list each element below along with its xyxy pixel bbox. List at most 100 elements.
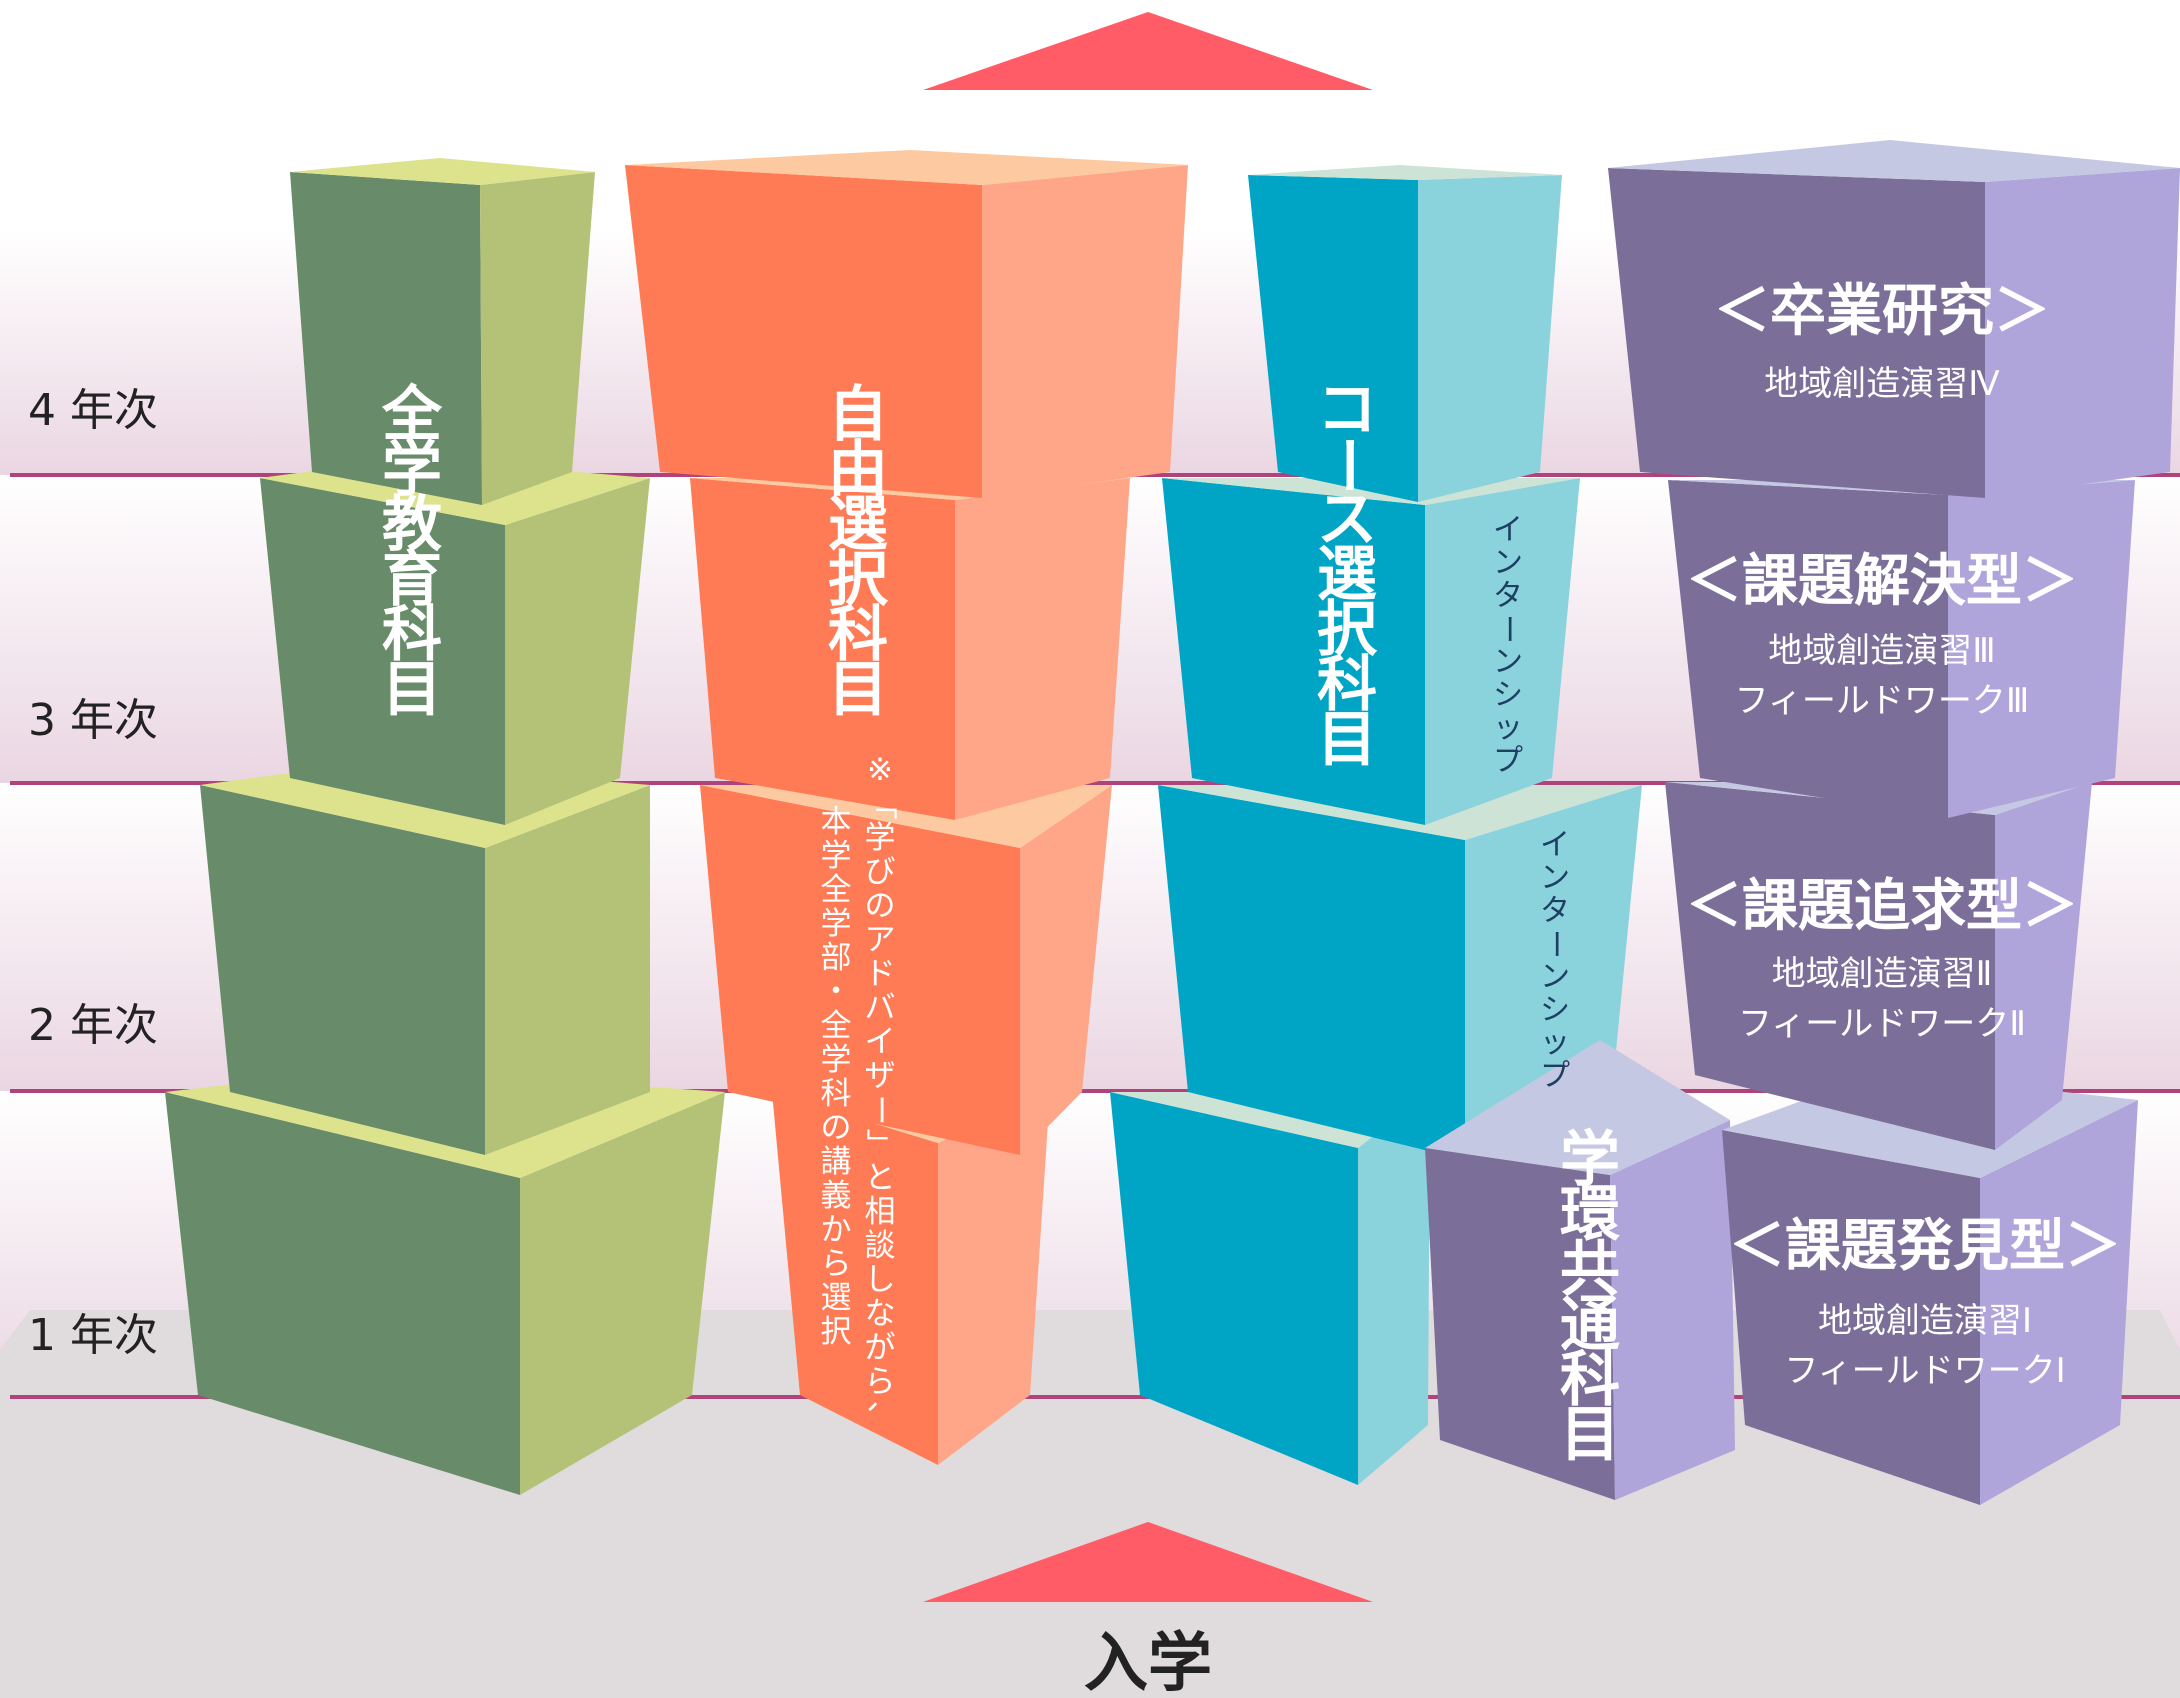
general-title-char: 目 bbox=[382, 655, 442, 725]
free-note-2-char: の bbox=[821, 1110, 852, 1146]
free-note-2-char: 学 bbox=[821, 838, 852, 874]
level-heading-2: ＜課題追求型＞ bbox=[1686, 874, 2078, 939]
free-note-1-char: 」 bbox=[862, 1129, 898, 1160]
course-title-char: 択 bbox=[1317, 595, 1378, 665]
general-title-char: 科 bbox=[382, 600, 442, 670]
internship-label-2-char: ン bbox=[1540, 960, 1570, 995]
common-title-char: 環 bbox=[1560, 1180, 1620, 1250]
free-note-1-char: び bbox=[865, 854, 896, 890]
year-label-3: 3 年次 bbox=[28, 695, 158, 746]
free-note-2-char: 学 bbox=[821, 906, 852, 942]
year-line-2 bbox=[10, 1089, 2180, 1093]
internship-label-3-char: ン bbox=[1493, 645, 1523, 680]
common-column bbox=[1425, 140, 2180, 1505]
internship-label-3-char: プ bbox=[1493, 744, 1523, 779]
level-heading-3: ＜課題解決型＞ bbox=[1686, 549, 2078, 614]
internship-label-3-char: イ bbox=[1493, 513, 1523, 548]
free-note-2-char: 本 bbox=[821, 804, 852, 840]
common-title-char: 目 bbox=[1560, 1400, 1620, 1470]
free-title-char: 由 bbox=[828, 435, 888, 505]
free-note-2-char: 選 bbox=[821, 1280, 852, 1316]
common-title-char: 通 bbox=[1560, 1290, 1620, 1360]
level-heading-1: ＜課題発見型＞ bbox=[1729, 1214, 2121, 1279]
year-label-4: 4 年次 bbox=[28, 385, 158, 436]
level-line-2-1: 地域創造演習Ⅱ bbox=[1772, 954, 1993, 994]
general-title-char: 全 bbox=[381, 380, 443, 450]
top-arrow bbox=[923, 12, 1373, 90]
free-note-1-char: 「 bbox=[862, 789, 898, 820]
level-line-2-2: フィールドワークⅡ bbox=[1738, 1004, 2026, 1044]
entry-arrow bbox=[923, 1522, 1373, 1602]
general-column bbox=[165, 158, 725, 1495]
internship-label-3-char: ン bbox=[1493, 546, 1523, 581]
free-note-2-char: か bbox=[821, 1212, 852, 1248]
free-note-2-char: 全 bbox=[821, 1008, 852, 1044]
free-note-1-char: が bbox=[865, 1330, 896, 1366]
free-note-1-char: の bbox=[865, 888, 896, 924]
level-line-4-1: 地域創造演習Ⅳ bbox=[1764, 364, 2000, 404]
general-title-char: 学 bbox=[382, 435, 442, 505]
free-note-2-char: 全 bbox=[821, 872, 852, 908]
free-note-1-char: 相 bbox=[865, 1194, 896, 1230]
internship-label-3-char: タ bbox=[1493, 579, 1523, 614]
course-title-char: 選 bbox=[1317, 540, 1377, 610]
free-note-1-char: ア bbox=[865, 922, 896, 958]
general-title-char: 育 bbox=[382, 545, 442, 615]
free-title-char: 択 bbox=[828, 545, 889, 615]
free-note-2-char: 科 bbox=[821, 1076, 852, 1112]
free-title-char: 科 bbox=[828, 600, 888, 670]
free-column bbox=[625, 150, 1188, 1465]
internship-label-2-char: ッ bbox=[1540, 1026, 1570, 1061]
course-title-char: ー bbox=[1312, 435, 1382, 495]
common-title-char: 学 bbox=[1560, 1125, 1620, 1195]
internship-label-2-char: シ bbox=[1540, 993, 1570, 1028]
free-note-2-char: ら bbox=[821, 1246, 852, 1282]
year-line-3 bbox=[10, 781, 2180, 785]
free-note-1-char: ー bbox=[862, 1095, 898, 1126]
text-layer: 4 年次3 年次2 年次1 年次全学教育科目自由選択科目コース選択科目学環共通科… bbox=[28, 279, 2121, 1698]
level-line-3-1: 地域創造演習Ⅲ bbox=[1768, 631, 1995, 671]
free-note-2-char: 義 bbox=[821, 1178, 852, 1214]
internship-label-2-char: タ bbox=[1540, 894, 1570, 929]
free-note-1-char: 学 bbox=[865, 820, 896, 856]
common-title-char: 共 bbox=[1560, 1235, 1620, 1305]
internship-label-3-char: ッ bbox=[1493, 711, 1523, 746]
free-note-1-char: し bbox=[865, 1262, 896, 1298]
free-note-2-char: 講 bbox=[821, 1144, 852, 1180]
year-line-1 bbox=[10, 1395, 2180, 1399]
free-note-2-char: ・ bbox=[821, 974, 852, 1010]
common-title-char: 科 bbox=[1560, 1345, 1620, 1415]
free-note-1-char: な bbox=[865, 1296, 896, 1332]
internship-label-3-char: シ bbox=[1493, 678, 1523, 713]
free-title-char: 選 bbox=[828, 490, 888, 560]
free-note-1-char: と bbox=[865, 1160, 896, 1196]
free-title-char: 目 bbox=[828, 655, 888, 725]
internship-label-2-char: ン bbox=[1540, 861, 1570, 896]
free-note-1-char: 談 bbox=[865, 1228, 896, 1264]
free-note-1-char: ド bbox=[865, 956, 896, 992]
level-line-3-2: フィールドワークⅢ bbox=[1735, 681, 2030, 721]
internship-label-3-char: ー bbox=[1491, 614, 1526, 644]
level-heading-4: ＜卒業研究＞ bbox=[1714, 279, 2050, 344]
internship-label-2-char: イ bbox=[1540, 828, 1570, 863]
year-label-2: 2 年次 bbox=[28, 1000, 158, 1051]
free-title-char: 自 bbox=[828, 380, 888, 450]
year-label-1: 1 年次 bbox=[28, 1310, 158, 1361]
level-line-1-1: 地域創造演習Ⅰ bbox=[1818, 1301, 2032, 1341]
internship-label-2-char: プ bbox=[1540, 1059, 1570, 1094]
free-note-1-char: ※ bbox=[867, 752, 893, 788]
free-note-1-char: ら bbox=[865, 1364, 896, 1400]
internship-label-2-char: ー bbox=[1538, 929, 1573, 959]
free-note-2-char: 学 bbox=[821, 1042, 852, 1078]
free-note-1-char: イ bbox=[865, 1024, 896, 1060]
free-note-1-char: ザ bbox=[865, 1058, 896, 1094]
